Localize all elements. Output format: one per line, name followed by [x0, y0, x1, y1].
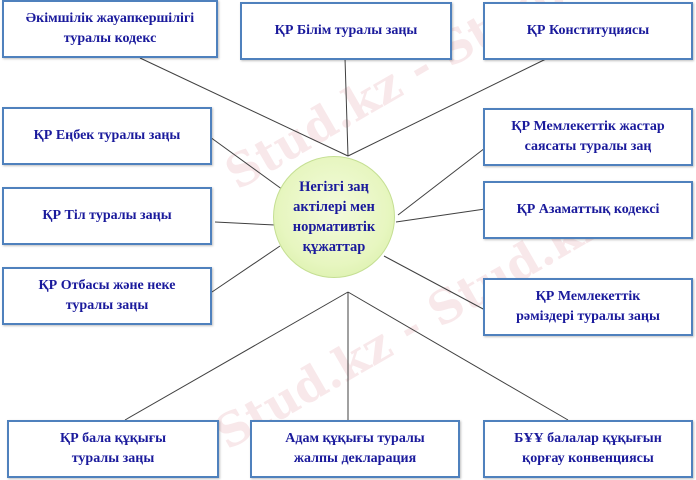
node-constitution: ҚР Конституциясы	[483, 2, 693, 60]
node-label-line: БҰҰ балалар құқығын	[514, 431, 662, 446]
connector-child-rights-law	[124, 291, 349, 421]
hub-label-line: нормативтік	[292, 219, 376, 235]
connector-education-law	[344, 57, 349, 157]
node-symbols-law: ҚР Мемлекеттік рәміздері туралы заңы	[483, 278, 693, 336]
node-language-law: ҚР Тіл туралы заңы	[2, 187, 212, 245]
central-hub: Негізгі заң актілері мен нормативтік құж…	[273, 156, 395, 278]
hub-label-line: актілері мен	[293, 199, 375, 215]
node-un-child-convention: БҰҰ балалар құқығын қорғау конвенциясы	[483, 420, 693, 478]
node-human-rights-declaration: Адам құқығы туралы жалпы декларация	[250, 420, 460, 478]
node-youth-policy-law: ҚР Мемлекеттік жастар саясаты туралы заң	[483, 108, 693, 166]
node-child-rights-law: ҚР бала құқығы туралы заңы	[7, 420, 219, 478]
hub-label-line: құжаттар	[302, 239, 366, 255]
node-label-line: туралы заңы	[71, 451, 155, 466]
node-label-line: рәміздері туралы заңы	[516, 309, 660, 324]
connector-labor-law	[209, 136, 291, 196]
node-civil-code: ҚР Азаматтық кодексі	[483, 181, 693, 239]
hub-label-line: Негізгі заң	[299, 179, 369, 195]
connector-constitution	[347, 57, 549, 157]
node-label-line: туралы заңы	[65, 298, 149, 313]
connector-un-child-convention	[347, 291, 569, 421]
connector-civil-code	[395, 208, 486, 223]
node-labor-law: ҚР Еңбек туралы заңы	[2, 107, 212, 165]
node-adm-code: Әкімшілік жауапкершілігі туралы кодекс	[2, 0, 218, 58]
node-label-line: ҚР Отбасы және неке	[38, 278, 176, 293]
node-label-line: Әкімшілік жауапкершілігі	[25, 11, 195, 26]
node-label-line: жалпы декларация	[293, 451, 417, 466]
node-label-line: Адам құқығы туралы	[285, 431, 425, 446]
connector-youth-policy-law	[397, 147, 486, 216]
node-label: ҚР Тіл туралы заңы	[42, 208, 172, 223]
node-label-line: ҚР бала құқығы	[59, 431, 167, 446]
connector-language-law	[214, 221, 276, 226]
node-family-law: ҚР Отбасы және неке туралы заңы	[2, 267, 212, 325]
node-label: ҚР Білім туралы заңы	[274, 23, 418, 38]
connector-family-law	[211, 245, 281, 293]
node-label: ҚР Еңбек туралы заңы	[33, 128, 181, 143]
node-label-line: ҚР Мемлекеттік	[535, 289, 641, 304]
node-label-line: туралы кодекс	[63, 31, 157, 46]
node-label-line: ҚР Мемлекеттік жастар	[511, 119, 665, 134]
connector-symbols-law	[383, 255, 486, 311]
connector-adm-code	[139, 57, 349, 157]
node-education-law: ҚР Білім туралы заңы	[240, 2, 452, 60]
node-label-line: саясаты туралы заң	[524, 139, 652, 154]
node-label: ҚР Азаматтық кодексі	[516, 202, 660, 217]
node-label: ҚР Конституциясы	[526, 23, 650, 38]
node-label-line: қорғау конвенциясы	[522, 451, 654, 466]
